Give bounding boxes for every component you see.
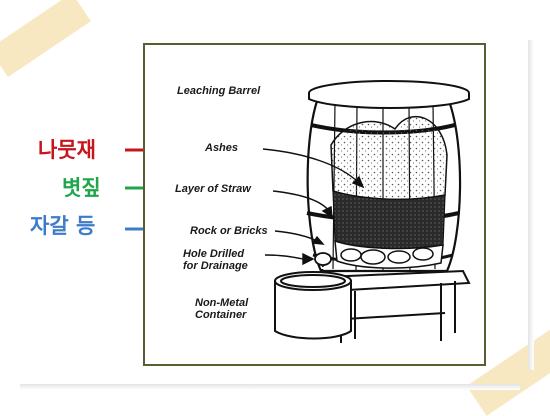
diagram-frame: Leaching Barrel Ashes Layer of Straw Roc…: [143, 43, 486, 366]
label-hole-line1: Hole Drilled: [183, 248, 245, 260]
label-rock-or-bricks: Rock or Bricks: [190, 225, 268, 237]
barrel-stand: [323, 269, 471, 343]
label-hole-line2: for Drainage: [183, 260, 248, 272]
leader-lines: [262, 148, 365, 266]
korean-label-gravel: 자갈 등: [30, 214, 96, 238]
label-container-line2: Container: [195, 309, 247, 321]
label-hole-drilled: Hole Drilled for Drainage: [183, 248, 248, 272]
leaching-barrel-illustration: [262, 80, 471, 343]
paper-shadow-bottom: [20, 384, 520, 390]
label-ashes: Ashes: [205, 142, 239, 154]
label-layer-of-straw: Layer of Straw: [175, 183, 251, 195]
korean-label-straw: 볏짚: [62, 176, 101, 200]
rocks: [340, 247, 434, 265]
label-non-metal-container: Non-Metal Container: [195, 297, 248, 321]
tape-top-left: [0, 0, 91, 78]
label-container-line1: Non-Metal: [195, 297, 249, 309]
label-leaching-barrel: Leaching Barrel: [177, 85, 261, 97]
barrel-cutaway: [330, 115, 448, 269]
container: [274, 271, 352, 340]
korean-label-ashes: 나뭇재: [38, 138, 96, 162]
paper-shadow-right: [528, 40, 534, 370]
barrel-lid: [308, 80, 470, 109]
